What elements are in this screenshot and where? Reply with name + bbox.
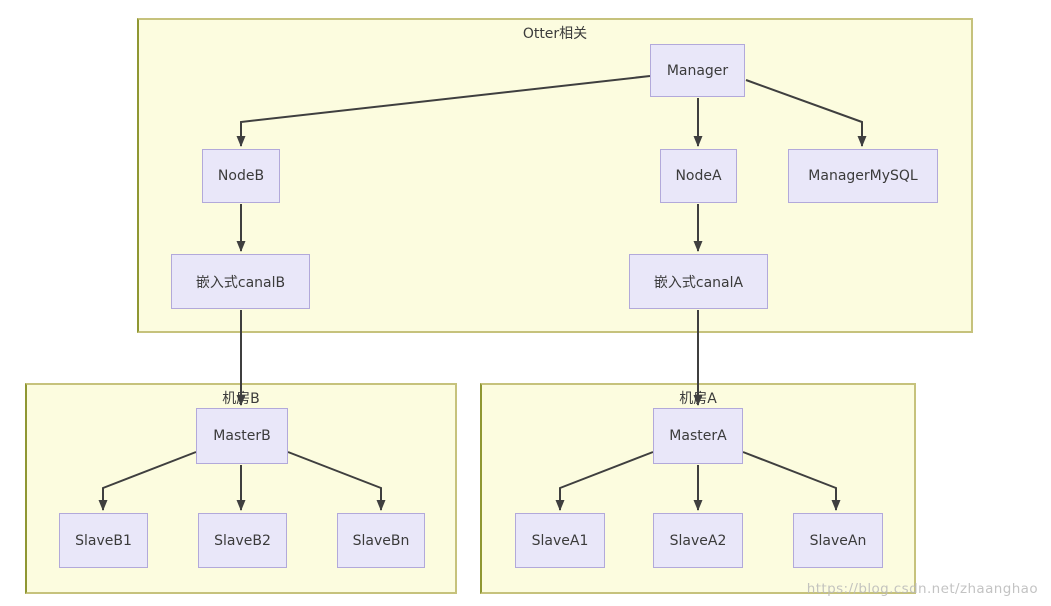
node-mastera: MasterA — [653, 408, 743, 464]
node-masterb-label: MasterB — [213, 428, 271, 444]
node-canala: 嵌入式canalA — [629, 254, 768, 309]
node-nodea-label: NodeA — [675, 168, 722, 184]
node-slavebn: SlaveBn — [337, 513, 425, 568]
node-slaveb2: SlaveB2 — [198, 513, 287, 568]
node-slaveb2-label: SlaveB2 — [214, 532, 271, 549]
group-rooma-title: 机房A — [679, 391, 717, 407]
node-nodeb-label: NodeB — [217, 168, 265, 184]
node-managermysql: ManagerMySQL — [788, 149, 938, 203]
node-nodeb: NodeB — [202, 149, 280, 203]
node-slavea1: SlaveA1 — [515, 513, 605, 568]
node-slavea1-label: SlaveA1 — [531, 532, 589, 549]
group-roomb-title: 机房B — [222, 391, 260, 407]
node-slaveb1: SlaveB1 — [59, 513, 148, 568]
node-slavea2: SlaveA2 — [653, 513, 743, 568]
node-nodea: NodeA — [660, 149, 737, 203]
node-slavea2-label: SlaveA2 — [669, 532, 727, 549]
node-mastera-label: MasterA — [669, 428, 727, 444]
node-canalb: 嵌入式canalB — [171, 254, 310, 309]
node-slaveb1-label: SlaveB1 — [75, 532, 132, 549]
node-slavean: SlaveAn — [793, 513, 883, 568]
node-canala-label: 嵌入式canalA — [653, 274, 744, 291]
node-canalb-label: 嵌入式canalB — [195, 274, 286, 291]
node-slavebn-label: SlaveBn — [352, 532, 410, 549]
node-manager: Manager — [650, 44, 745, 97]
group-otter-title: Otter相关 — [522, 26, 588, 42]
node-masterb: MasterB — [196, 408, 288, 464]
node-slavean-label: SlaveAn — [809, 532, 867, 549]
node-manager-label: Manager — [666, 62, 729, 79]
node-managermysql-label: ManagerMySQL — [808, 168, 918, 184]
watermark-text: https://blog.csdn.net/zhaanghao — [806, 581, 1038, 597]
